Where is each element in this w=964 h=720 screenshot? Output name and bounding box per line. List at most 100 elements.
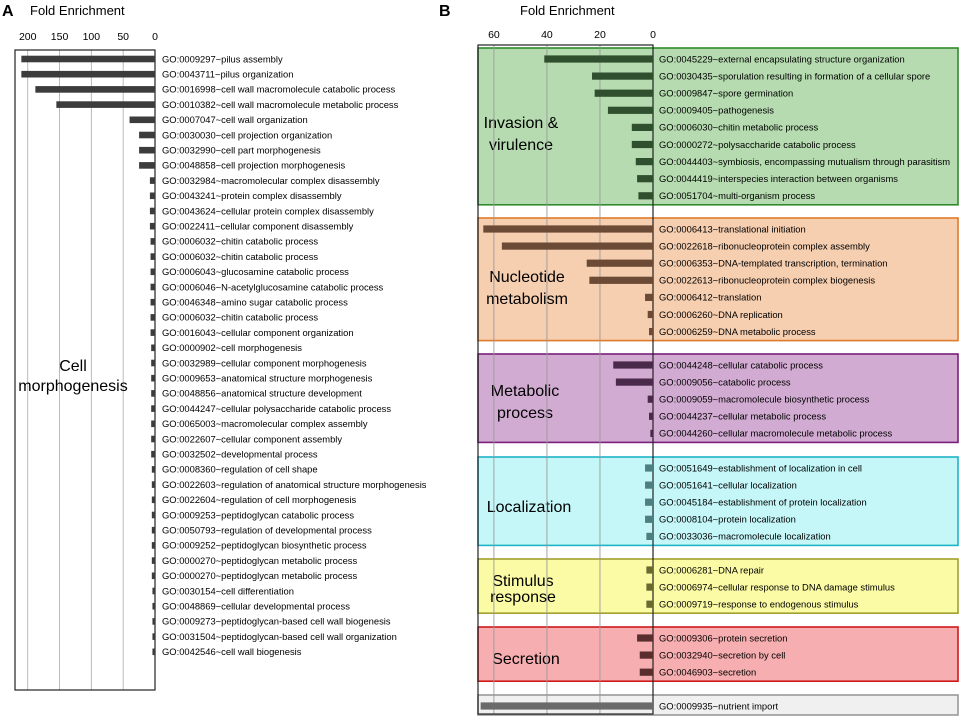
category-label: GO:0006260~DNA replication	[659, 309, 783, 320]
category-label: GO:0006413~translational initiation	[659, 223, 806, 234]
category-label: GO:0006046~N-acetylglucosamine catabolic…	[162, 281, 384, 292]
bar	[151, 374, 155, 382]
bar	[649, 412, 653, 420]
bar	[151, 511, 155, 519]
bar	[149, 177, 155, 184]
category-label: GO:0048869~cellular developmental proces…	[162, 601, 350, 612]
category-label: GO:0000272~polysaccharide catabolic proc…	[659, 139, 856, 150]
bar	[639, 668, 653, 676]
category-label: GO:0006353~DNA-templated transcription, …	[659, 258, 888, 269]
category-label: GO:0007047~cell wall organization	[162, 114, 308, 125]
x-tick-label: 20	[594, 29, 606, 41]
category-label: GO:0043711~pilus organization	[162, 69, 293, 80]
bar	[151, 466, 155, 473]
category-label: GO:0008104~protein localization	[659, 514, 796, 525]
category-label: GO:0000270~peptidoglycan metabolic proce…	[162, 555, 357, 566]
bar	[631, 123, 653, 131]
group-label-line: Localization	[487, 499, 572, 516]
bar	[647, 395, 653, 403]
x-tick-label: 0	[152, 31, 158, 43]
category-label: GO:0000902~cell morphogenesis	[162, 342, 302, 353]
category-label: GO:0043241~protein complex disassembly	[162, 190, 342, 201]
bar	[151, 405, 155, 412]
group-label-line: Secretion	[492, 651, 560, 668]
category-label: GO:0022603~regulation of anatomical stru…	[162, 479, 427, 490]
panel-b-labels: GO:0045229~external encapsulating struct…	[659, 53, 950, 711]
category-group-box	[477, 47, 959, 206]
bar	[637, 634, 653, 642]
panel-a-letter: A	[2, 3, 14, 20]
category-label: GO:0045229~external encapsulating struct…	[659, 53, 905, 64]
category-label: GO:0043624~cellular protein complex disa…	[162, 205, 374, 216]
bar	[646, 600, 653, 608]
category-label: GO:0033036~macromolecule localization	[659, 531, 831, 542]
category-group-box	[477, 353, 959, 444]
x-tick-label: 60	[488, 29, 500, 41]
category-label: GO:0006030~chitin metabolic process	[659, 122, 819, 133]
bar	[151, 496, 155, 504]
bar	[501, 242, 653, 250]
category-label: GO:0051704~multi-organism process	[659, 190, 815, 201]
bar	[151, 481, 155, 488]
bar	[151, 435, 155, 443]
bar	[647, 310, 653, 319]
category-label: GO:0009405~pathogenesis	[659, 105, 774, 116]
category-label: GO:0010382~cell wall macromolecule metab…	[162, 99, 399, 110]
bar	[649, 328, 653, 336]
bar	[645, 293, 653, 301]
bar	[646, 583, 653, 591]
bar	[594, 89, 653, 97]
x-tick-label: 100	[83, 31, 101, 43]
category-label: GO:0022604~regulation of cell morphogene…	[162, 494, 356, 505]
category-label: GO:0006032~chitin catabolic process	[162, 236, 318, 247]
panel-a-axis-title: Fold Enrichment	[30, 3, 125, 18]
category-label: GO:0050793~regulation of developmental p…	[162, 525, 372, 536]
category-label: GO:0016998~cell wall macromolecule catab…	[162, 84, 396, 95]
group-label-line: Metabolic	[491, 383, 559, 400]
bar	[635, 158, 653, 166]
bar	[645, 515, 653, 523]
bar	[149, 192, 155, 200]
category-label: GO:0030435~sporulation resulting in form…	[659, 70, 930, 81]
bar	[631, 140, 653, 149]
category-label: GO:0042546~cell wall biogenesis	[162, 646, 302, 657]
category-label: GO:0051641~cellular localization	[659, 479, 797, 490]
bar	[586, 259, 653, 267]
group-label-line: response	[490, 589, 556, 606]
category-label: GO:0032502~developmental process	[162, 449, 318, 460]
category-label: GO:0065003~macromolecular complex assemb…	[162, 418, 368, 429]
group-label-line: virulence	[489, 137, 553, 154]
bar	[645, 498, 653, 506]
category-label: GO:0045184~establishment of protein loca…	[659, 497, 867, 508]
category-label: GO:0044248~cellular catabolic process	[659, 359, 823, 370]
category-label: GO:0000270~peptidoglycan metabolic proce…	[162, 570, 357, 581]
bar	[607, 106, 653, 114]
bar	[129, 116, 155, 124]
bar	[150, 329, 155, 336]
category-label: GO:0009273~peptidoglycan-based cell wall…	[162, 616, 391, 627]
category-group-box	[477, 217, 959, 342]
category-label: GO:0009653~anatomical structure morphoge…	[162, 373, 373, 384]
bar	[483, 225, 653, 233]
bar	[151, 542, 155, 549]
category-label: GO:0009935~nutrient import	[659, 700, 778, 711]
category-label: GO:0009719~response to endogenous stimul…	[659, 599, 859, 610]
bar	[150, 268, 155, 276]
panel-a-labels: GO:0009297~pilus assemblyGO:0043711~pilu…	[162, 53, 427, 657]
category-label: GO:0008360~regulation of cell shape	[162, 464, 318, 475]
bar	[639, 651, 653, 659]
bar	[645, 481, 653, 489]
category-label: GO:0009253~peptidoglycan catabolic proce…	[162, 509, 354, 520]
category-label: GO:0044419~interspecies interaction betw…	[659, 173, 898, 184]
group-label-line: Stimulus	[492, 573, 553, 590]
bar	[139, 162, 155, 169]
category-label: GO:0016043~cellular component organizati…	[162, 327, 354, 338]
panel-b-axis-title: Fold Enrichment	[520, 3, 615, 18]
bar	[615, 378, 653, 386]
category-label: GO:0009847~spore germination	[659, 88, 793, 99]
bar	[150, 298, 155, 306]
